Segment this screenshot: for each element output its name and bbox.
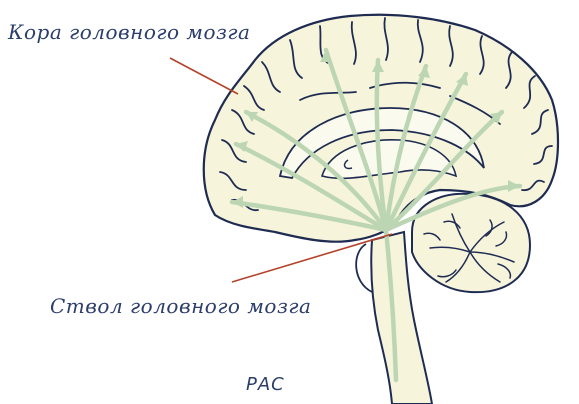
cortex-label: Кора головного мозга	[8, 20, 251, 44]
ras-label: РАС	[246, 374, 285, 395]
ras-arrowheads	[232, 50, 520, 208]
corpus-callosum	[278, 107, 485, 179]
pons-bulge	[355, 243, 373, 293]
cerebellum-arbor	[423, 213, 515, 283]
cortex-pointer-line	[169, 57, 239, 95]
cerebellum	[411, 192, 532, 294]
thalamus	[320, 139, 458, 180]
ras-projection-arrows	[229, 47, 523, 383]
brainstem-label: Ствол головного мозга	[50, 294, 312, 318]
thalamus-mark	[343, 159, 353, 170]
brainstem-pointer-line	[231, 233, 393, 283]
